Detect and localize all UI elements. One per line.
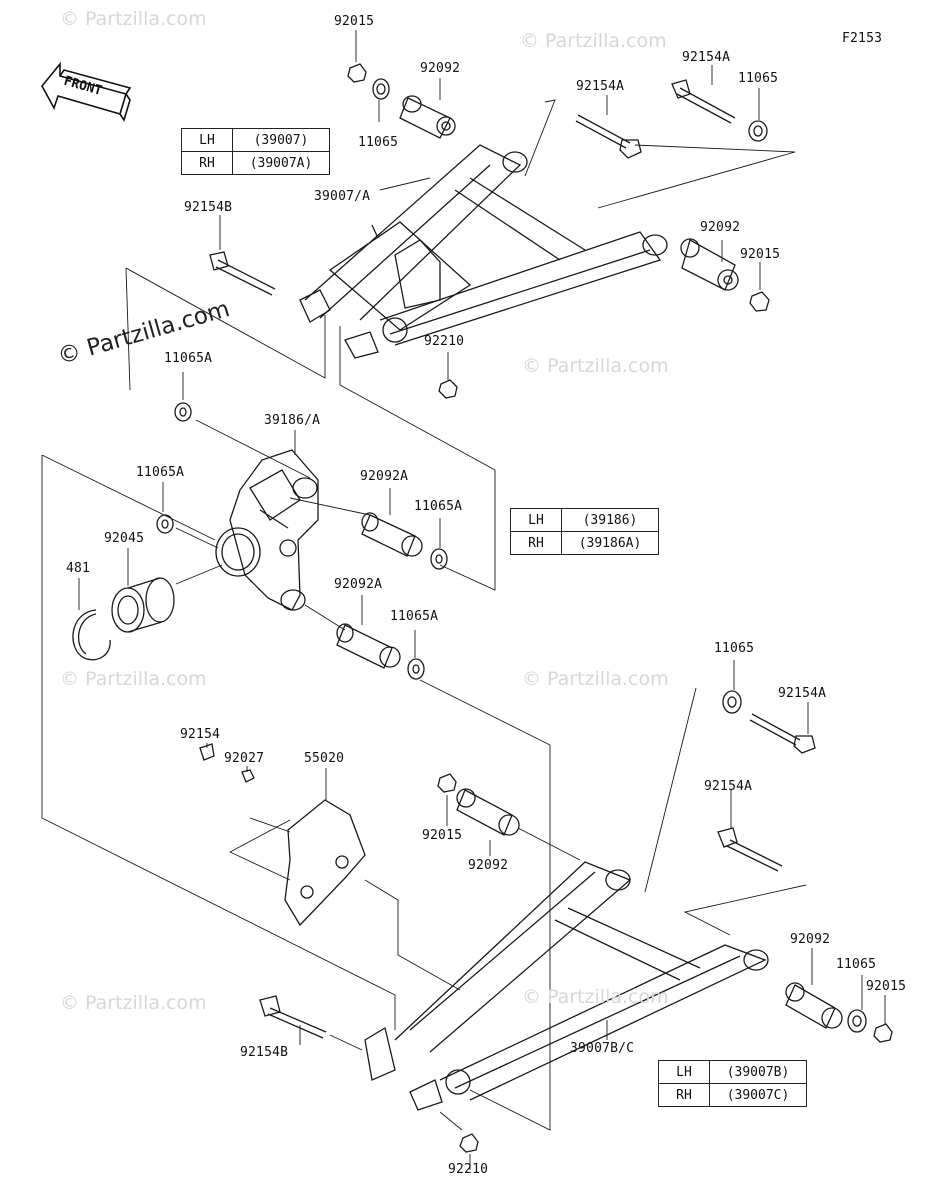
label-92154a-a: 92154A [576, 79, 625, 94]
table-row: LH(39186) [510, 508, 659, 532]
label-92092a-a: 92092A [360, 469, 409, 484]
snap-ring-481 [72, 609, 111, 661]
watermark-3: © Partzilla.com [522, 355, 669, 377]
table-row: LH(39007B) [658, 1060, 807, 1084]
watermark-2: © Partzilla.com [520, 30, 667, 52]
knuckle-bushing-upper [361, 512, 423, 557]
label-92154a-b: 92154A [682, 50, 731, 65]
bolt-92154a-upper-2 [671, 79, 736, 124]
label-92015-c: 92015 [422, 828, 463, 843]
bolt-92154b-upper [209, 251, 276, 296]
lower-a-arm [364, 861, 769, 1111]
label-92210-a: 92210 [424, 334, 465, 349]
label-92015-b: 92015 [740, 247, 781, 262]
nut-92015-upper-left [347, 63, 367, 83]
watermark-6: © Partzilla.com [60, 992, 207, 1014]
washer-11065-upper-left [372, 78, 390, 100]
nut-92015-upper-right [749, 291, 770, 312]
bolt-92154a-lower-1 [749, 713, 816, 754]
label-92154a-c: 92154A [778, 686, 827, 701]
washer-11065a-4 [407, 658, 425, 680]
watermark-1: © Partzilla.com [60, 8, 207, 30]
label-11065a-b: 11065A [414, 499, 463, 514]
label-39007a: 39007/A [314, 189, 371, 204]
label-11065-c: 11065 [714, 641, 755, 656]
table-row: RH(39186A) [510, 531, 659, 555]
lower-bushing-92092-right [785, 982, 843, 1029]
guard-55020 [284, 799, 366, 927]
table-row: LH(39007) [181, 128, 330, 152]
label-39007bc: 39007B/C [570, 1041, 635, 1056]
label-11065a-a: 11065A [164, 351, 213, 366]
label-11065a-c: 11065A [136, 465, 185, 480]
nut-92210-lower [459, 1133, 479, 1153]
nut-92210-upper [438, 379, 458, 399]
nut-92015-lower [873, 1023, 893, 1043]
label-92045: 92045 [104, 531, 145, 546]
bolt-92154a-upper-1 [575, 114, 642, 159]
nut-92027 [241, 769, 255, 783]
table-row: RH(39007A) [181, 151, 330, 175]
label-92092-c: 92092 [468, 858, 509, 873]
washer-11065a-1 [174, 402, 192, 422]
label-92154b-a: 92154B [184, 200, 233, 215]
figure-code: F2153 [842, 31, 883, 46]
label-92154: 92154 [180, 727, 221, 742]
table-39007bc: LH(39007B) RH(39007C) [658, 1060, 807, 1107]
label-92092-d: 92092 [790, 932, 831, 947]
label-92015-a: 92015 [334, 14, 375, 29]
label-55020: 55020 [304, 751, 345, 766]
label-481: 481 [66, 561, 91, 576]
table-row: RH(39007C) [658, 1083, 807, 1107]
washer-11065a-3 [430, 548, 448, 570]
label-11065-a: 11065 [358, 135, 399, 150]
knuckle-bushing-lower [336, 623, 401, 669]
label-92210-b: 92210 [448, 1162, 489, 1177]
label-92092-a: 92092 [420, 61, 461, 76]
label-92015-d: 92015 [866, 979, 907, 994]
table-39007: LH(39007) RH(39007A) [181, 128, 330, 175]
upper-bushing-right [680, 238, 739, 291]
watermark-5: © Partzilla.com [522, 668, 669, 690]
label-92092a-b: 92092A [334, 577, 383, 592]
label-39186a: 39186/A [264, 413, 321, 428]
label-11065-b: 11065 [738, 71, 779, 86]
lower-bushing-92092-left [456, 788, 520, 836]
front-arrow-icon: FRONT [41, 61, 132, 122]
upper-bushing-left [399, 95, 456, 139]
watermark-4: © Partzilla.com [60, 668, 207, 690]
label-11065a-d: 11065A [390, 609, 439, 624]
washer-11065-lower-1 [722, 690, 742, 714]
upper-a-arm [299, 144, 668, 359]
table-39186: LH(39186) RH(39186A) [510, 508, 659, 555]
label-11065-d: 11065 [836, 957, 877, 972]
bolt-92154a-lower-2 [717, 827, 783, 872]
watermark-7: © Partzilla.com [522, 986, 669, 1008]
front-label: FRONT [62, 74, 104, 99]
bolt-92154b-lower [259, 995, 327, 1039]
label-92154a-d: 92154A [704, 779, 753, 794]
label-92154b-b: 92154B [240, 1045, 289, 1060]
label-92092-b: 92092 [700, 220, 741, 235]
label-92027: 92027 [224, 751, 265, 766]
nut-92015-mid [437, 773, 457, 793]
bearing-92045 [111, 577, 175, 633]
washer-11065-upper-right [748, 120, 768, 142]
bolt-92154 [199, 743, 215, 761]
washer-11065-lower-2 [847, 1009, 867, 1033]
